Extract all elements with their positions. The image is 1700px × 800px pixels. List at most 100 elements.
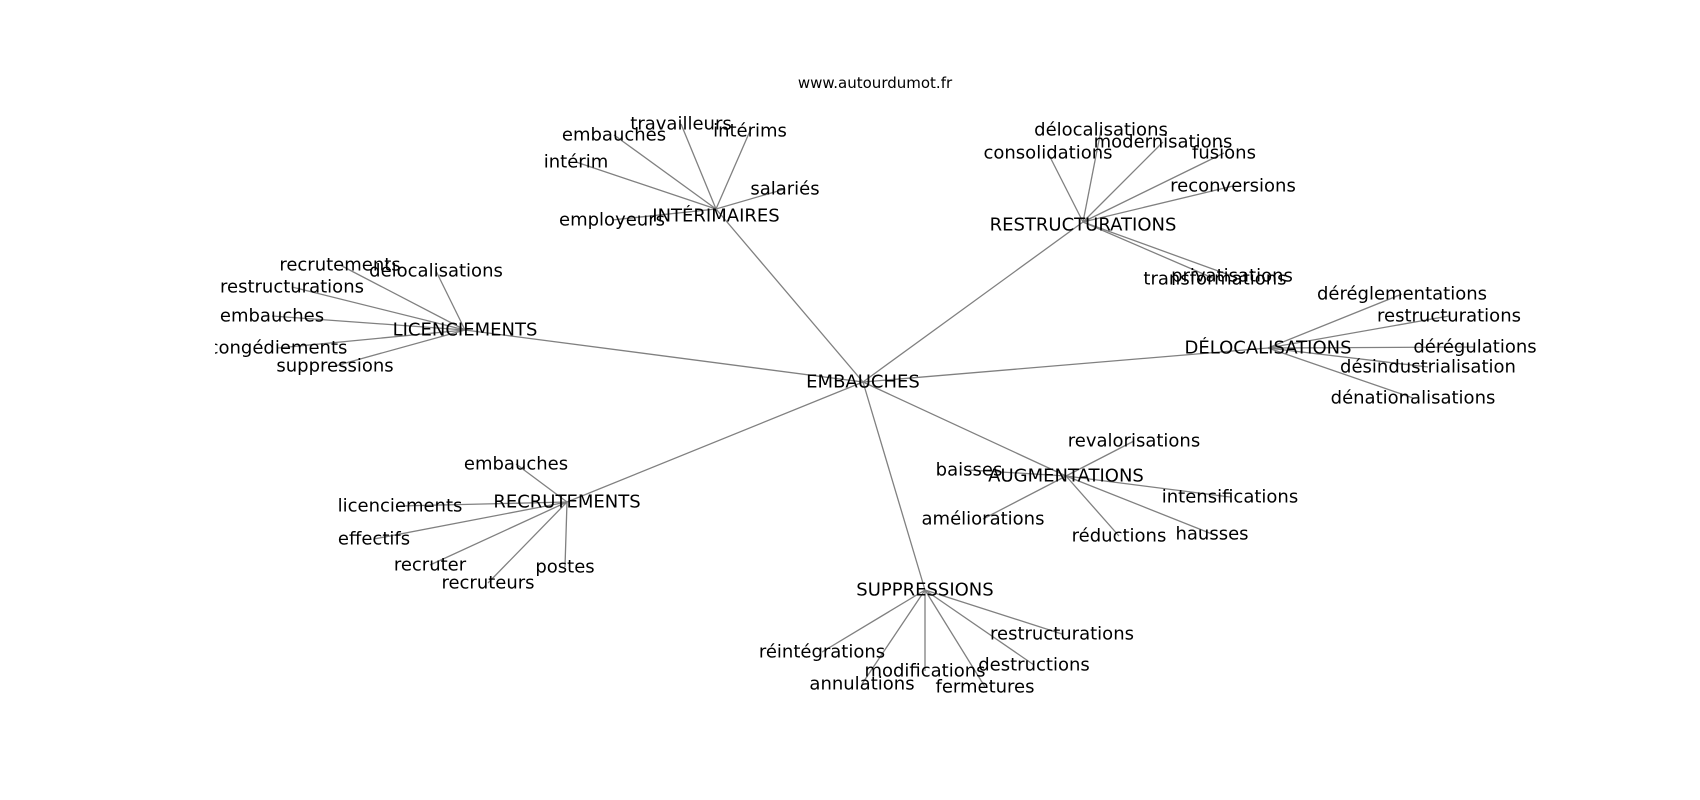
edge-licenciements-leaf <box>277 329 466 349</box>
leaf-node: privatisations <box>1171 266 1293 287</box>
leaf-node: intérims <box>713 121 787 142</box>
edge-recrutements-leaf <box>487 501 568 584</box>
edge-recrutements-leaf <box>429 501 568 566</box>
edge-suppressions-leaf <box>924 589 986 688</box>
edge-delocalisations-leaf <box>1267 346 1476 349</box>
watermark: www.autourdumot.fr <box>798 74 953 92</box>
cluster-node-interimaires: INTÉRIMAIRES <box>652 205 779 227</box>
edge-licenciements-leaf <box>291 286 466 331</box>
edge-interimaires-leaf <box>680 123 717 210</box>
edge-center-recrutements <box>566 381 864 503</box>
edge-licenciements-leaf <box>339 264 466 331</box>
leaf-node: intérim <box>544 152 608 173</box>
edge-recrutements-leaf <box>373 501 568 540</box>
edge-licenciements-leaf <box>334 329 466 367</box>
edge-augmentations-leaf <box>1065 475 1231 498</box>
leaf-node: recruteurs <box>441 573 534 594</box>
leaf-node: délocalisations <box>1034 120 1168 141</box>
cluster-node-licenciements: LICENCIEMENTS <box>393 320 538 341</box>
leaf-node: fusions <box>1192 143 1256 164</box>
edge-suppressions-leaf <box>821 589 926 653</box>
edge-restructurations-leaf <box>1082 221 1233 277</box>
leaf-node: postes <box>535 557 594 578</box>
edge-interimaires-leaf <box>715 188 786 210</box>
edge-restructurations-leaf <box>1082 152 1225 223</box>
edge-suppressions-leaf <box>924 589 1063 635</box>
edge-delocalisations-leaf <box>1267 347 1429 368</box>
leaf-node: suppressions <box>276 356 393 377</box>
leaf-node: restructurations <box>1377 306 1521 327</box>
leaf-node: déréglementations <box>1317 284 1487 305</box>
edge-augmentations-leaf <box>982 475 1067 520</box>
leaf-node: délocalisations <box>369 261 503 282</box>
edge-suppressions-leaf <box>861 589 926 685</box>
edge-interimaires-leaf <box>715 130 751 210</box>
leaf-node: employeurs <box>559 210 665 231</box>
edge-restructurations-leaf <box>1047 152 1084 223</box>
leaf-node: dérégulations <box>1413 337 1536 358</box>
edge-interimaires-leaf <box>611 208 717 221</box>
edge-center-delocalisations <box>862 347 1269 383</box>
edge-interimaires-leaf <box>575 161 717 210</box>
leaf-node: consolidations <box>983 143 1112 164</box>
edge-restructurations-leaf <box>1082 129 1102 223</box>
cluster-node-delocalisations: DÉLOCALISATIONS <box>1184 337 1351 359</box>
leaf-node: recrutements <box>279 255 400 276</box>
leaf-node: embauches <box>220 306 324 327</box>
edge-licenciements-leaf <box>435 270 466 331</box>
leaf-node: licenciements <box>338 496 463 517</box>
leaf-node: modifications <box>864 661 985 682</box>
leaf-node: hausses <box>1175 524 1248 545</box>
leaf-node: transformations <box>1143 269 1286 290</box>
edge-recrutements-leaf <box>564 501 568 568</box>
leaf-node: travailleurs <box>630 114 731 135</box>
edge-center-licenciements <box>464 329 864 383</box>
edge-restructurations-leaf <box>1082 141 1164 223</box>
leaf-node: salariés <box>750 179 819 200</box>
leaf-node: recruter <box>394 555 467 576</box>
leaf-node: congédiements <box>209 338 348 359</box>
edge-delocalisations-leaf <box>1267 347 1414 399</box>
leaf-node: désindustrialisation <box>1340 357 1516 378</box>
leaf-node: embauches <box>562 125 666 146</box>
leaf-node: annulations <box>809 674 914 695</box>
leaf-node: modernisations <box>1094 132 1233 153</box>
cluster-node-suppressions: SUPPRESSIONS <box>856 580 993 601</box>
cluster-node-restructurations: RESTRUCTURATIONS <box>990 215 1177 236</box>
edge-delocalisations-leaf <box>1267 315 1450 349</box>
edge-recrutements-leaf <box>515 463 568 503</box>
edge-augmentations-leaf <box>1065 440 1135 477</box>
leaf-node: réintégrations <box>759 642 885 663</box>
edge-restructurations-leaf <box>1082 221 1216 280</box>
leaf-node: améliorations <box>922 509 1045 530</box>
edge-center-suppressions <box>862 381 926 591</box>
edge-center-augmentations <box>862 381 1067 477</box>
leaf-node: reconversions <box>1170 176 1296 197</box>
edge-licenciements-leaf <box>271 315 466 331</box>
cluster-node-recrutements: RECRUTEMENTS <box>493 492 640 513</box>
leaf-node: destructions <box>978 655 1090 676</box>
leaf-node: restructurations <box>220 277 364 298</box>
edge-interimaires-leaf <box>613 134 717 210</box>
leaf-node: réductions <box>1072 526 1167 547</box>
edge-center-interimaires <box>715 208 864 383</box>
leaf-node: restructurations <box>990 624 1134 645</box>
edge-recrutements-leaf <box>399 501 568 507</box>
edge-augmentations-leaf <box>1065 475 1120 537</box>
graph-edges <box>271 123 1476 688</box>
leaf-node: revalorisations <box>1068 431 1200 452</box>
leaf-node: effectifs <box>338 529 410 550</box>
leaf-node: baisses <box>936 460 1003 481</box>
leaf-node: dénationalisations <box>1331 388 1496 409</box>
center-node: EMBAUCHES <box>806 372 920 393</box>
graph-labels: EMBAUCHESINTÉRIMAIREStravailleursembauch… <box>209 114 1537 698</box>
leaf-node: embauches <box>464 454 568 475</box>
edge-center-restructurations <box>862 221 1084 383</box>
leaf-node: fermetures <box>935 677 1034 698</box>
edge-augmentations-leaf <box>1065 475 1213 535</box>
cluster-node-augmentations: AUGMENTATIONS <box>988 466 1144 487</box>
leaf-node: intensifications <box>1162 487 1298 508</box>
edge-augmentations-leaf <box>968 469 1067 477</box>
edge-suppressions-leaf <box>924 589 1035 666</box>
